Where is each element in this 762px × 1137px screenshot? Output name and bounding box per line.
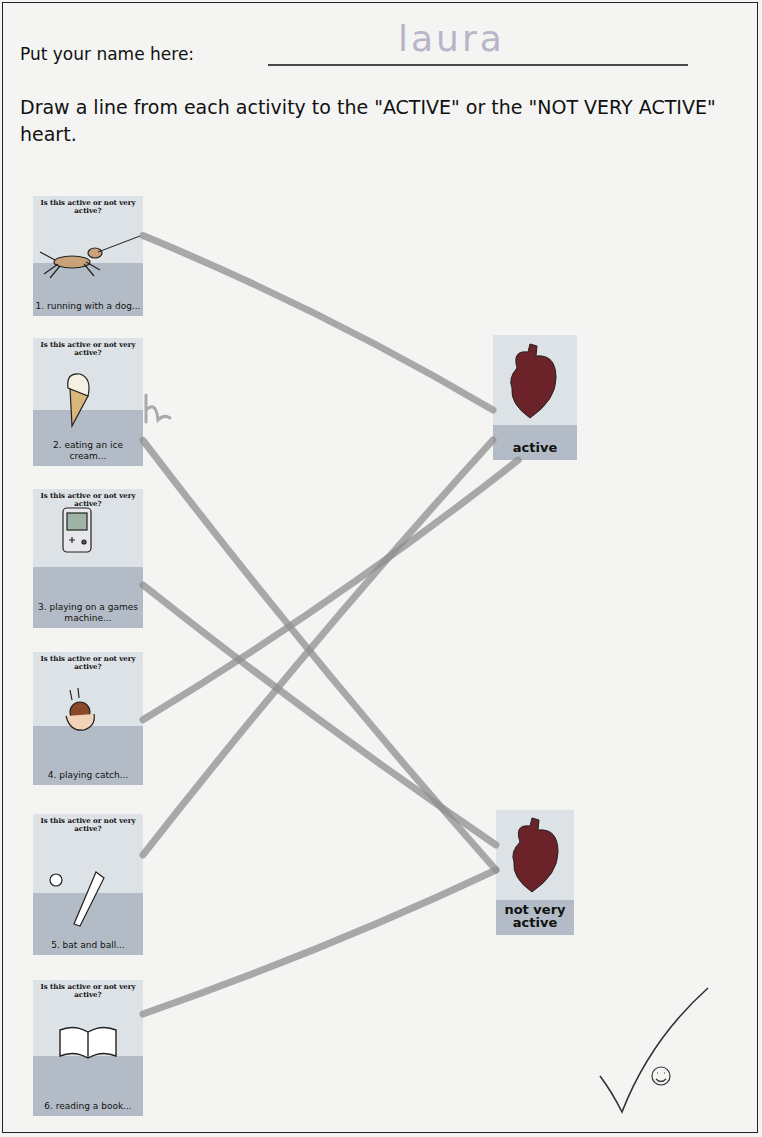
card-question: Is this active or not very active? <box>36 817 140 833</box>
heart-card: not very active <box>496 810 574 935</box>
card-question: Is this active or not very active? <box>36 199 140 215</box>
card-question: Is this active or not very active? <box>36 983 140 999</box>
crayon-line <box>143 440 496 870</box>
name-underline <box>268 64 688 66</box>
card-question: Is this active or not very active? <box>36 492 140 508</box>
activity-card: Is this active or not very active? 4. pla… <box>33 652 143 785</box>
scribble-mark <box>146 395 170 422</box>
card-question: Is this active or not very active? <box>36 655 140 671</box>
crayon-line <box>143 870 496 1014</box>
heart-caption: not very active <box>496 903 574 929</box>
activity-caption: 2. eating an ice cream... <box>35 440 141 462</box>
activity-caption: 6. reading a book... <box>35 1101 141 1112</box>
activity-caption: 4. playing catch... <box>35 770 141 781</box>
instruction-title: Draw a line from each activity to the "A… <box>20 94 720 148</box>
handwritten-name: laura <box>398 18 505 59</box>
crayon-line <box>143 460 518 720</box>
activity-caption: 5. bat and ball... <box>35 940 141 951</box>
scribble-mark <box>146 395 170 422</box>
tick-mark <box>600 988 708 1112</box>
activity-card: Is this active or not very active? 1. run… <box>33 196 143 316</box>
activity-caption: 1. running with a dog... <box>35 301 141 312</box>
name-prompt: Put your name here: <box>20 44 194 64</box>
activity-card: Is this active or not very active? 6. rea… <box>33 980 143 1116</box>
activity-card: Is this active or not very active? 2. eat… <box>33 338 143 466</box>
heart-card: active <box>493 335 577 460</box>
activity-card: Is this active or not very active? 3. pla… <box>33 489 143 628</box>
activity-card: Is this active or not very active? 5. bat… <box>33 814 143 955</box>
tick-mark <box>600 988 708 1112</box>
heart-caption: active <box>493 441 577 454</box>
tick-mark <box>652 1067 670 1085</box>
tick-mark <box>656 1073 666 1082</box>
card-question: Is this active or not very active? <box>36 341 140 357</box>
activity-caption: 3. playing on a games machine... <box>35 602 141 624</box>
crayon-line <box>143 585 496 845</box>
crayon-line <box>143 440 493 855</box>
crayon-line <box>143 236 493 410</box>
